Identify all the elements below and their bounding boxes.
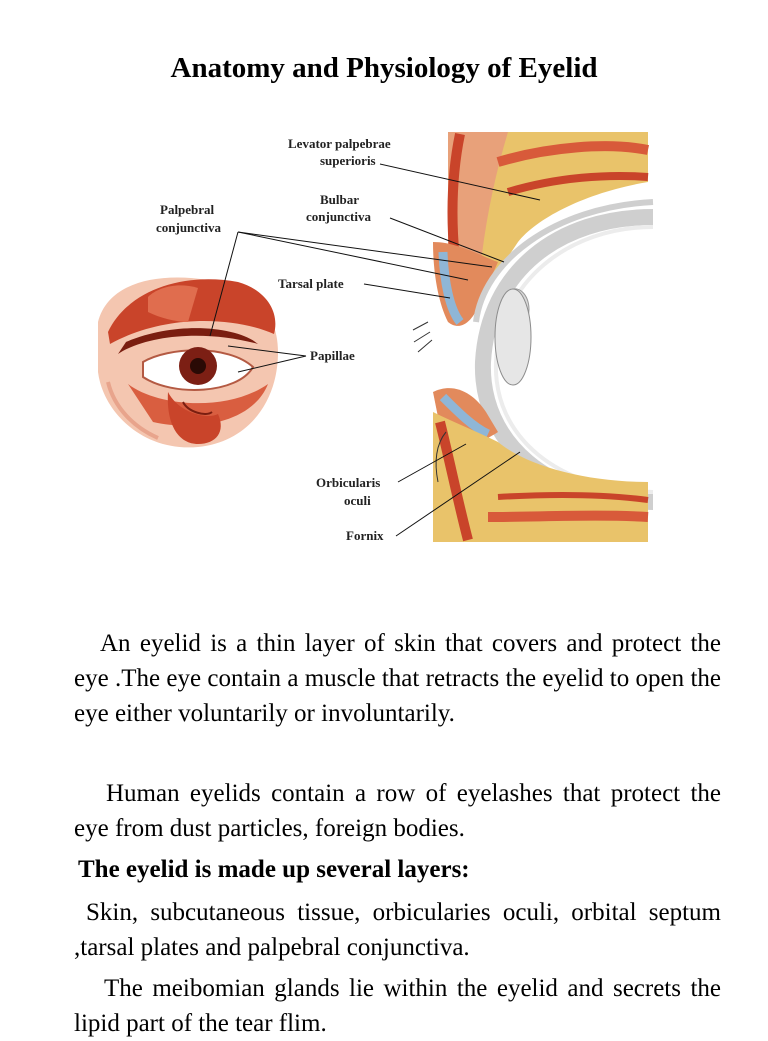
everted-eyelid-illustration (98, 277, 278, 448)
label-papillae: Papillae (310, 348, 355, 363)
label-orbicularis-line1: Orbicularis (316, 475, 380, 490)
label-tarsal-plate: Tarsal plate (278, 276, 344, 291)
label-palpebral-line2: conjunctiva (156, 220, 222, 235)
paragraph-layers-list: Skin, subcutaneous tissue, orbicularies … (74, 899, 721, 961)
layers-heading: The eyelid is made up several layers: (78, 856, 470, 883)
eyelid-cross-section (412, 132, 654, 542)
page-title: Anatomy and Physiology of Eyelid (170, 52, 598, 84)
paragraph-eyelid-definition: An eyelid is a thin layer of skin that c… (74, 630, 721, 727)
label-levator-line2: superioris (320, 153, 376, 168)
eyelid-anatomy-figure: Levator palpebrae superioris Bulbar conj… (88, 122, 658, 562)
label-bulbar-line1: Bulbar (320, 192, 359, 207)
label-levator-line1: Levator palpebrae (288, 136, 391, 151)
label-orbicularis-line2: oculi (344, 493, 371, 508)
paragraph-eyelashes: Human eyelids contain a row of eyelashes… (74, 780, 721, 842)
label-fornix: Fornix (346, 528, 384, 543)
paragraph-meibomian-glands: The meibomian glands lie within the eyel… (74, 975, 721, 1037)
label-bulbar-line2: conjunctiva (306, 209, 372, 224)
leader-lines (209, 163, 541, 537)
label-palpebral-line1: Palpebral (160, 202, 215, 217)
